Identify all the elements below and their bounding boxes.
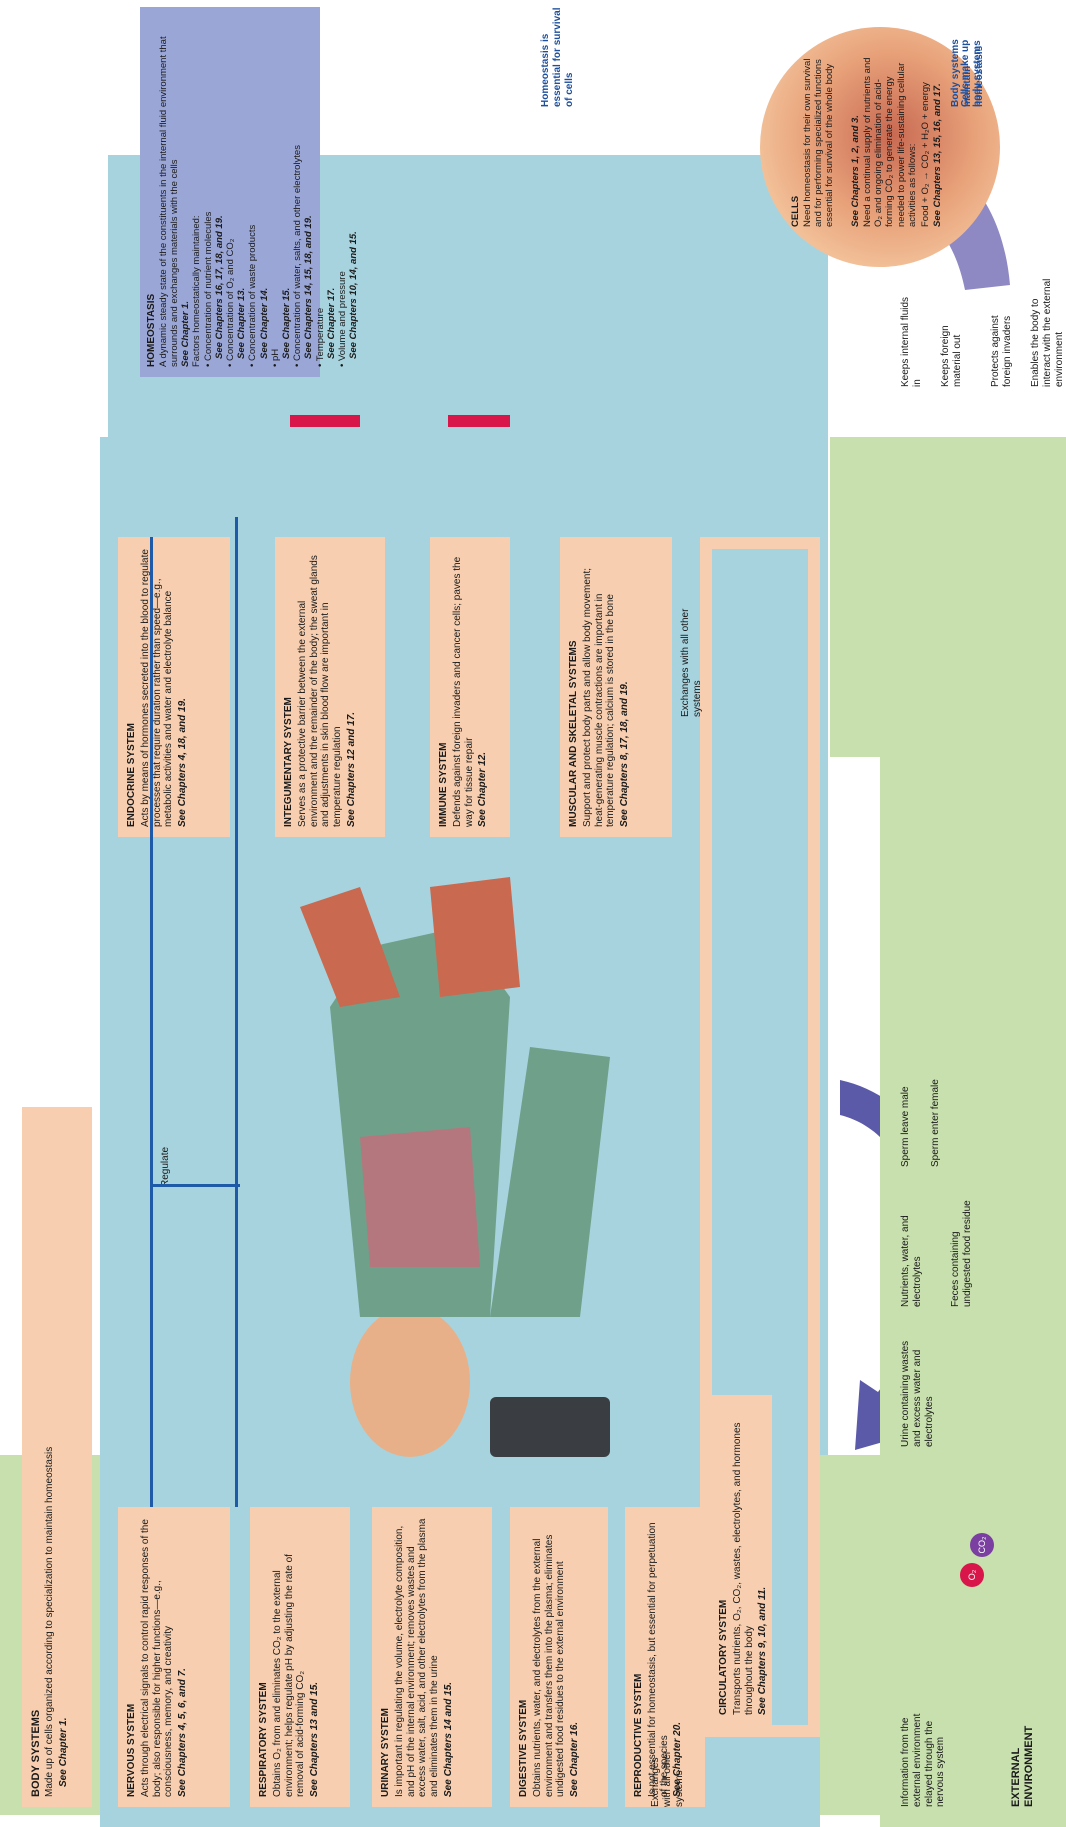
immune-title: IMMUNE SYSTEM — [438, 547, 450, 827]
ext-nutrients: Nutrients, water, and electrolytes — [900, 1187, 924, 1307]
factor-1: Concentration of nutrient molecules — [203, 17, 214, 367]
reproductive-title: REPRODUCTIVE SYSTEM — [633, 1517, 645, 1797]
digestive-body: Obtains nutrients, water, and electrolyt… — [532, 1517, 567, 1797]
body-systems-title: BODY SYSTEMS — [30, 1710, 43, 1797]
homeostasis-factors-label: Factors homeostatically maintained: — [191, 17, 202, 367]
factor-6: Temperature — [315, 17, 326, 367]
factor-5: Concentration of water, salts, and other… — [292, 17, 303, 367]
factor-7-see: See Chapters 10, 14, and 15. — [348, 25, 359, 359]
cells-p1: Need homeostasis for their own survival … — [802, 57, 836, 227]
circulatory-see: See Chapters 9, 10, and 11. — [757, 1405, 769, 1715]
exchanges-label-right: Exchanges with all other systems — [680, 587, 704, 717]
integumentary-body: Serves as a protective barrier between t… — [297, 547, 344, 827]
nervous-see: See Chapters 4, 5, 6, and 7. — [177, 1517, 189, 1797]
endocrine-see: See Chapters 4, 18, and 19. — [177, 547, 189, 827]
body-systems-subtitle: Made up of cells organized according to … — [44, 1447, 56, 1797]
cells-title: CELLS — [790, 196, 801, 227]
ext-feces: Feces containing undigested food residue — [950, 1187, 974, 1307]
ext-protects: Protects against foreign invaders — [990, 287, 1014, 387]
nervous-title: NERVOUS SYSTEM — [126, 1517, 138, 1797]
factor-2: Concentration of O₂ and CO₂ — [225, 17, 236, 367]
nervous-body: Acts through electrical signals to contr… — [140, 1517, 175, 1797]
immune-see: See Chapter 12. — [477, 547, 489, 827]
integumentary-system-box: INTEGUMENTARY SYSTEM Serves as a protect… — [275, 537, 385, 837]
urinary-system-box: URINARY SYSTEM Is important in regulatin… — [372, 1507, 492, 1807]
o2-badge: O₂ — [960, 1563, 984, 1587]
factor-4-see: See Chapter 15. — [281, 25, 292, 359]
endocrine-system-box: ENDOCRINE SYSTEM Acts by means of hormon… — [118, 537, 230, 837]
endocrine-title: ENDOCRINE SYSTEM — [126, 547, 138, 827]
respiratory-title: RESPIRATORY SYSTEM — [258, 1517, 270, 1797]
circulatory-title: CIRCULATORY SYSTEM — [718, 1405, 730, 1715]
homeostasis-see: See Chapter 1. — [180, 17, 191, 367]
label-homeostasis-essential: Homeostasis is essential for survival of… — [540, 7, 575, 107]
integumentary-see: See Chapters 12 and 17. — [346, 547, 358, 827]
cells-see1: See Chapters 1, 2, and 3. — [850, 115, 861, 227]
factor-6-see: See Chapter 17. — [326, 25, 337, 359]
ext-urine: Urine containing wastes and excess water… — [900, 1327, 935, 1447]
factor-3: Concentration of waste products — [247, 17, 258, 367]
outcome-strip — [830, 437, 1066, 757]
cells-see2: See Chapters 13, 15, 16, and 17. — [932, 83, 943, 227]
immune-body: Defends against foreign invaders and can… — [452, 547, 476, 827]
homeostasis-intro: A dynamic steady state of the constituen… — [158, 17, 180, 367]
integumentary-title: INTEGUMENTARY SYSTEM — [283, 547, 295, 827]
circulatory-body: Transports nutrients, O₂, CO₂, wastes, e… — [732, 1405, 756, 1715]
exchanges-label-left: Exchanges with all other systems — [650, 1747, 685, 1807]
musculoskeletal-title: MUSCULAR AND SKELETAL SYSTEMS — [568, 547, 580, 827]
body-systems-see: See Chapter 1. — [58, 1718, 70, 1787]
ext-sperm-enter: Sperm enter female — [930, 1047, 942, 1167]
co2-badge: CO₂ — [970, 1533, 994, 1557]
cells-equation: Food + O₂ → CO₂ + H₂O + energy — [920, 82, 931, 227]
factor-5-see: See Chapters 14, 15, 18, and 19. — [303, 25, 314, 359]
factor-1-see: See Chapters 16, 17, 18, and 19. — [214, 25, 225, 359]
integumentary-barrier — [290, 415, 360, 427]
body-systems-box: BODY SYSTEMS Made up of cells organized … — [22, 1107, 92, 1807]
urinary-see: See Chapters 14 and 15. — [443, 1517, 455, 1797]
urinary-body: Is important in regulating the volume, e… — [394, 1517, 441, 1797]
digestive-see: See Chapter 16. — [569, 1517, 581, 1797]
digestive-title: DIGESTIVE SYSTEM — [518, 1517, 530, 1797]
factor-7: Volume and pressure — [337, 17, 348, 367]
respiratory-see: See Chapters 13 and 15. — [309, 1517, 321, 1797]
musculoskeletal-body: Support and protect body parts and allow… — [582, 547, 617, 827]
immune-system-box: IMMUNE SYSTEM Defends against foreign in… — [430, 537, 510, 837]
immune-barrier — [448, 415, 510, 427]
circulatory-system-box: CIRCULATORY SYSTEM Transports nutrients,… — [712, 1395, 772, 1725]
respiratory-system-box: RESPIRATORY SYSTEM Obtains O₂ from and e… — [250, 1507, 350, 1807]
ext-enables: Enables the body to interact with the ex… — [1030, 267, 1065, 387]
cells-p2: Need a continual supply of nutrients and… — [862, 57, 918, 227]
ext-sperm-leave: Sperm leave male — [900, 1047, 912, 1167]
factor-3-see: See Chapter 14. — [259, 25, 270, 359]
label-cells-make-up: Cells make up body systems — [960, 27, 984, 107]
factor-4: pH — [270, 17, 281, 367]
nervous-system-box: NERVOUS SYSTEM Acts through electrical s… — [118, 1507, 230, 1807]
musculoskeletal-system-box: MUSCULAR AND SKELETAL SYSTEMS Support an… — [560, 537, 672, 837]
ext-keeps-in: Keeps internal fluids in — [900, 287, 924, 387]
endocrine-body: Acts by means of hormones secreted into … — [140, 547, 175, 827]
external-title: EXTERNAL ENVIRONMENT — [1010, 1687, 1036, 1807]
homeostasis-title: HOMEOSTASIS — [146, 17, 158, 367]
urinary-title: URINARY SYSTEM — [380, 1517, 392, 1797]
factor-2-see: See Chapter 13. — [236, 25, 247, 359]
homeostasis-box: HOMEOSTASIS A dynamic steady state of th… — [140, 7, 320, 377]
respiratory-body: Obtains O₂ from and eliminates CO₂ to th… — [272, 1517, 307, 1797]
musculoskeletal-see: See Chapters 8, 17, 18, and 19. — [619, 547, 631, 827]
ext-keeps-out: Keeps foreign material out — [940, 287, 964, 387]
digestive-system-box: DIGESTIVE SYSTEM Obtains nutrients, wate… — [510, 1507, 608, 1807]
human-figure — [110, 867, 670, 1467]
ext-nervous-info: Information from the external environmen… — [900, 1687, 947, 1807]
